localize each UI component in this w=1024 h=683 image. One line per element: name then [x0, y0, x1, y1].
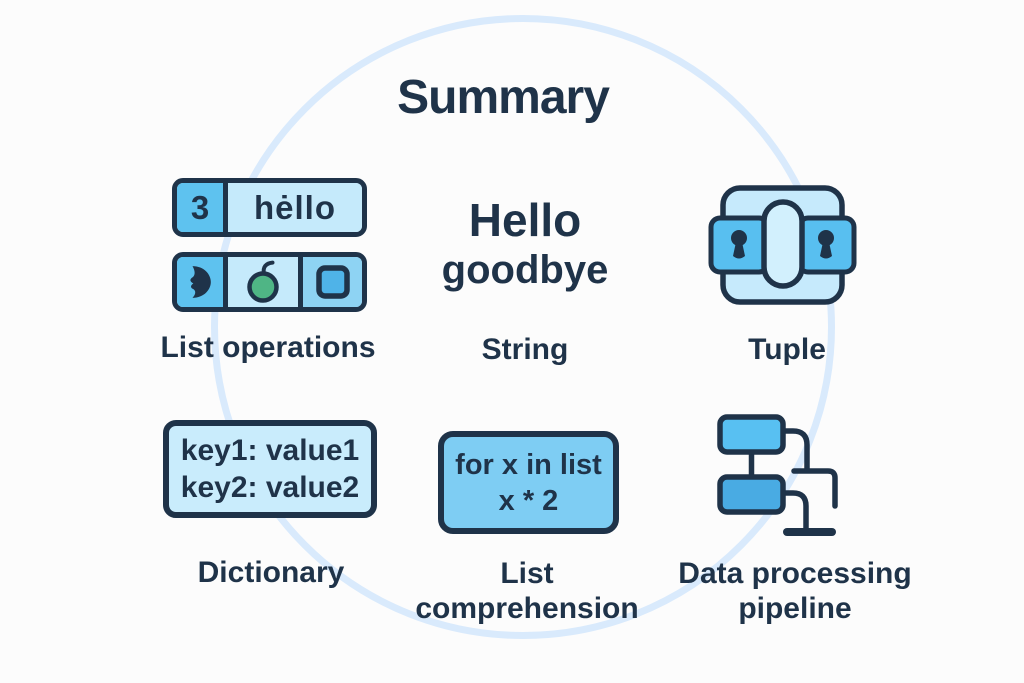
string-example-line2: goodbye [441, 248, 609, 292]
list-operations-label: List operations [160, 331, 376, 364]
list-row-icons [172, 252, 367, 312]
keyhole-left-icon [731, 230, 747, 259]
comprehension-line1: for x in list [455, 448, 602, 481]
list-comprehension-label-line2: comprehension [415, 592, 639, 625]
string-label: String [481, 333, 569, 366]
string-example-line1: Hello [468, 194, 582, 246]
list-comprehension-label: List comprehension [415, 556, 638, 626]
pipeline-node-top [717, 414, 786, 455]
list-comprehension-label-line1: List [500, 557, 554, 590]
list-row-values: 3 hėllo [172, 178, 367, 237]
dictionary-box: key1: value1 key2: value2 [163, 420, 377, 518]
pipeline-label-line2: pipeline [738, 592, 852, 625]
pipeline-flowchart-icon [690, 405, 860, 543]
comprehension-line2: x * 2 [498, 484, 559, 517]
list-comprehension-box: for x in list x * 2 [438, 431, 619, 534]
pipeline-label-line1: Data processing [678, 557, 912, 590]
keyhole-right-icon [818, 230, 834, 259]
background-circle [211, 15, 835, 639]
apple-icon [228, 257, 303, 307]
pipeline-node-bottom [717, 474, 786, 515]
dictionary-line1: key1: value1 [180, 434, 360, 467]
leaf-icon [177, 257, 228, 307]
square-icon [303, 257, 362, 307]
tuple-label: Tuple [748, 333, 826, 366]
list-cell-number: 3 [177, 183, 228, 232]
list-cell-text: hėllo [228, 183, 362, 232]
pipeline-label: Data processing pipeline [678, 556, 911, 626]
tuple-lock-icon [705, 182, 860, 307]
page-title: Summary [397, 71, 610, 124]
dictionary-label: Dictionary [197, 556, 345, 589]
dictionary-line2: key2: value2 [180, 471, 360, 504]
